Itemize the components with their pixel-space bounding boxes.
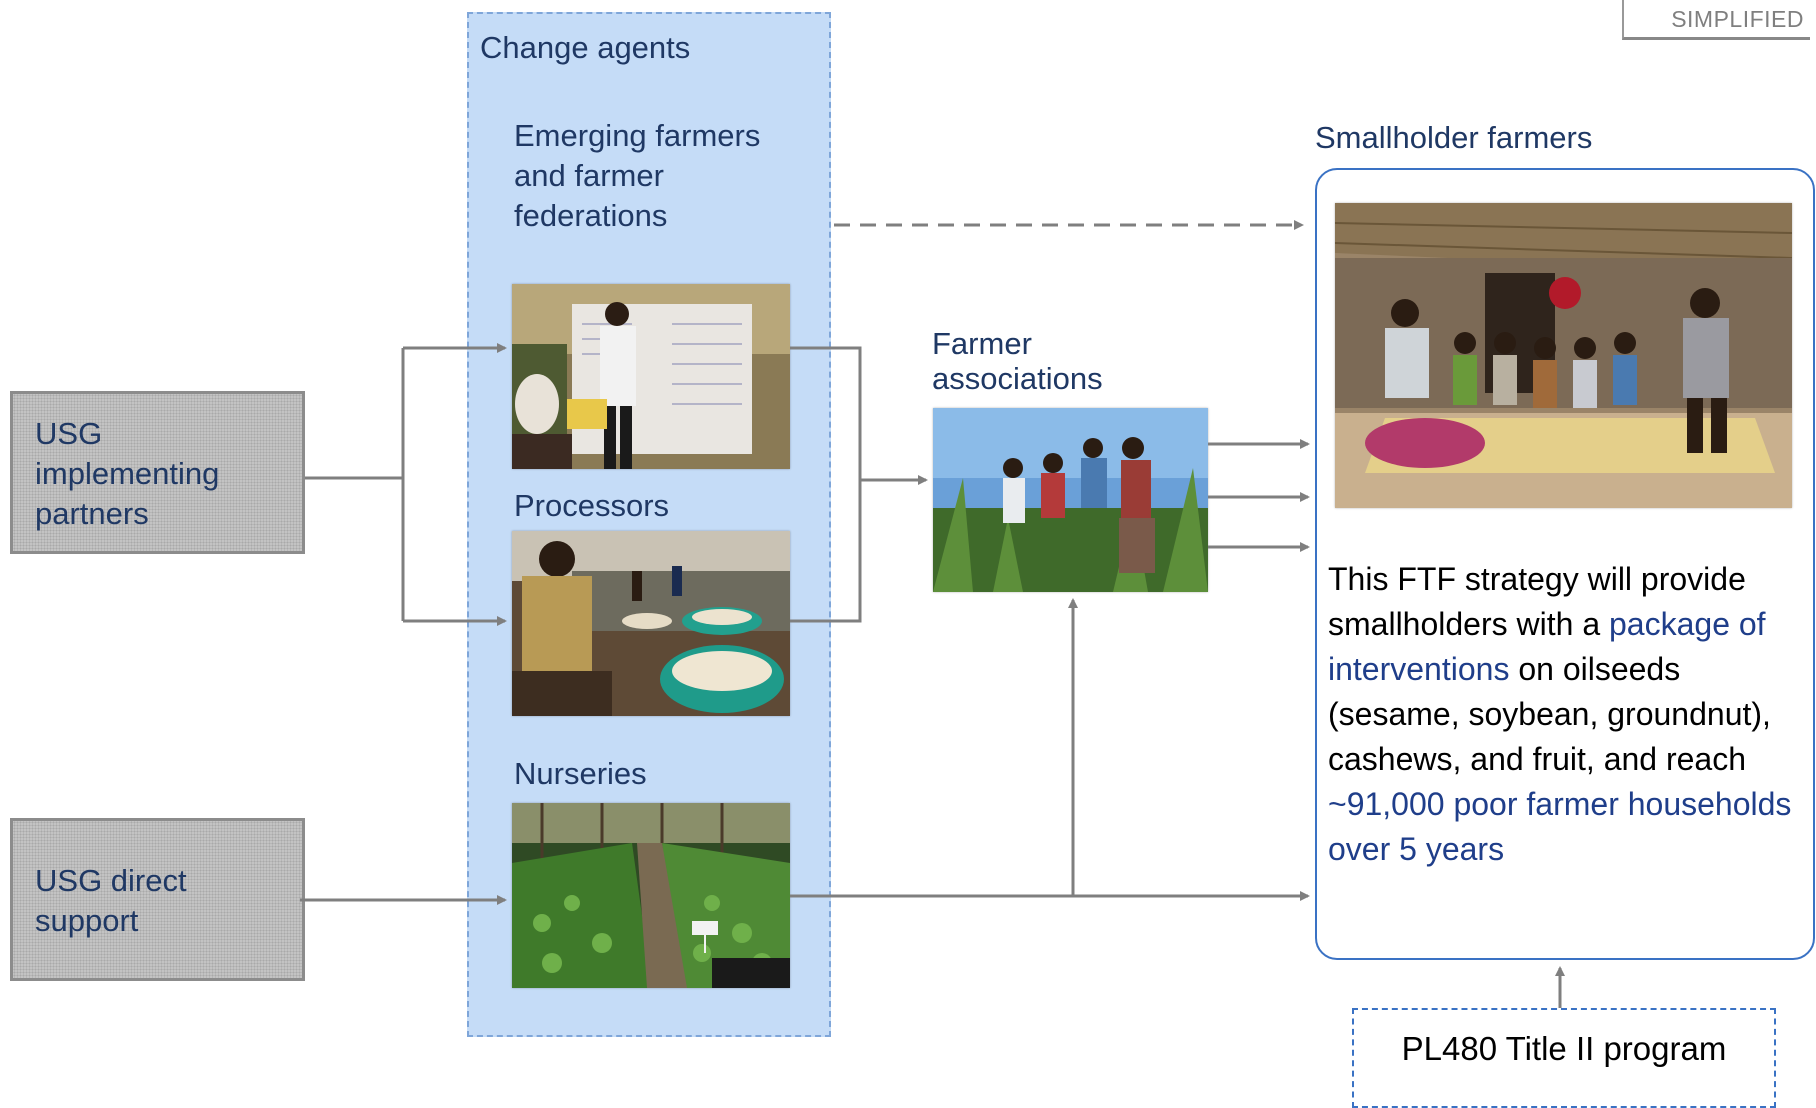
processors-label: Processors bbox=[514, 488, 670, 523]
smallholder-family-photo bbox=[1335, 203, 1792, 508]
households-highlight: ~91,000 poor farmer households over 5 ye… bbox=[1328, 786, 1792, 867]
change-agents-merge-line bbox=[790, 346, 862, 623]
nurseries-label: Nurseries bbox=[514, 756, 647, 791]
smallholder-description: This FTF strategy will provide smallhold… bbox=[1328, 557, 1808, 872]
change-agents-title: Change agents bbox=[480, 30, 691, 65]
package-highlight: package of interventions bbox=[1328, 606, 1766, 687]
nursery-photo bbox=[512, 803, 790, 988]
description-part-1: This FTF strategy will provide smallhold… bbox=[1328, 561, 1746, 642]
farmer-associations-label: Farmer associations bbox=[932, 326, 1103, 396]
processors-photo bbox=[512, 531, 790, 716]
smallholder-farmers-title: Smallholder farmers bbox=[1315, 120, 1593, 155]
usg-direct-support-box: USG direct support bbox=[10, 818, 305, 981]
training-photo bbox=[512, 284, 790, 469]
pl480-program-box: PL480 Title II program bbox=[1352, 1008, 1776, 1108]
usg-implementing-partners-box: USG implementing partners bbox=[10, 391, 305, 554]
emerging-farmers-label: Emerging farmers and farmer federations bbox=[514, 118, 761, 233]
simplified-badge: SIMPLIFIED bbox=[1622, 0, 1810, 40]
description-part-2: on oilseeds (sesame, soybean, groundnut)… bbox=[1328, 651, 1771, 777]
farmer-associations-photo bbox=[933, 408, 1208, 592]
